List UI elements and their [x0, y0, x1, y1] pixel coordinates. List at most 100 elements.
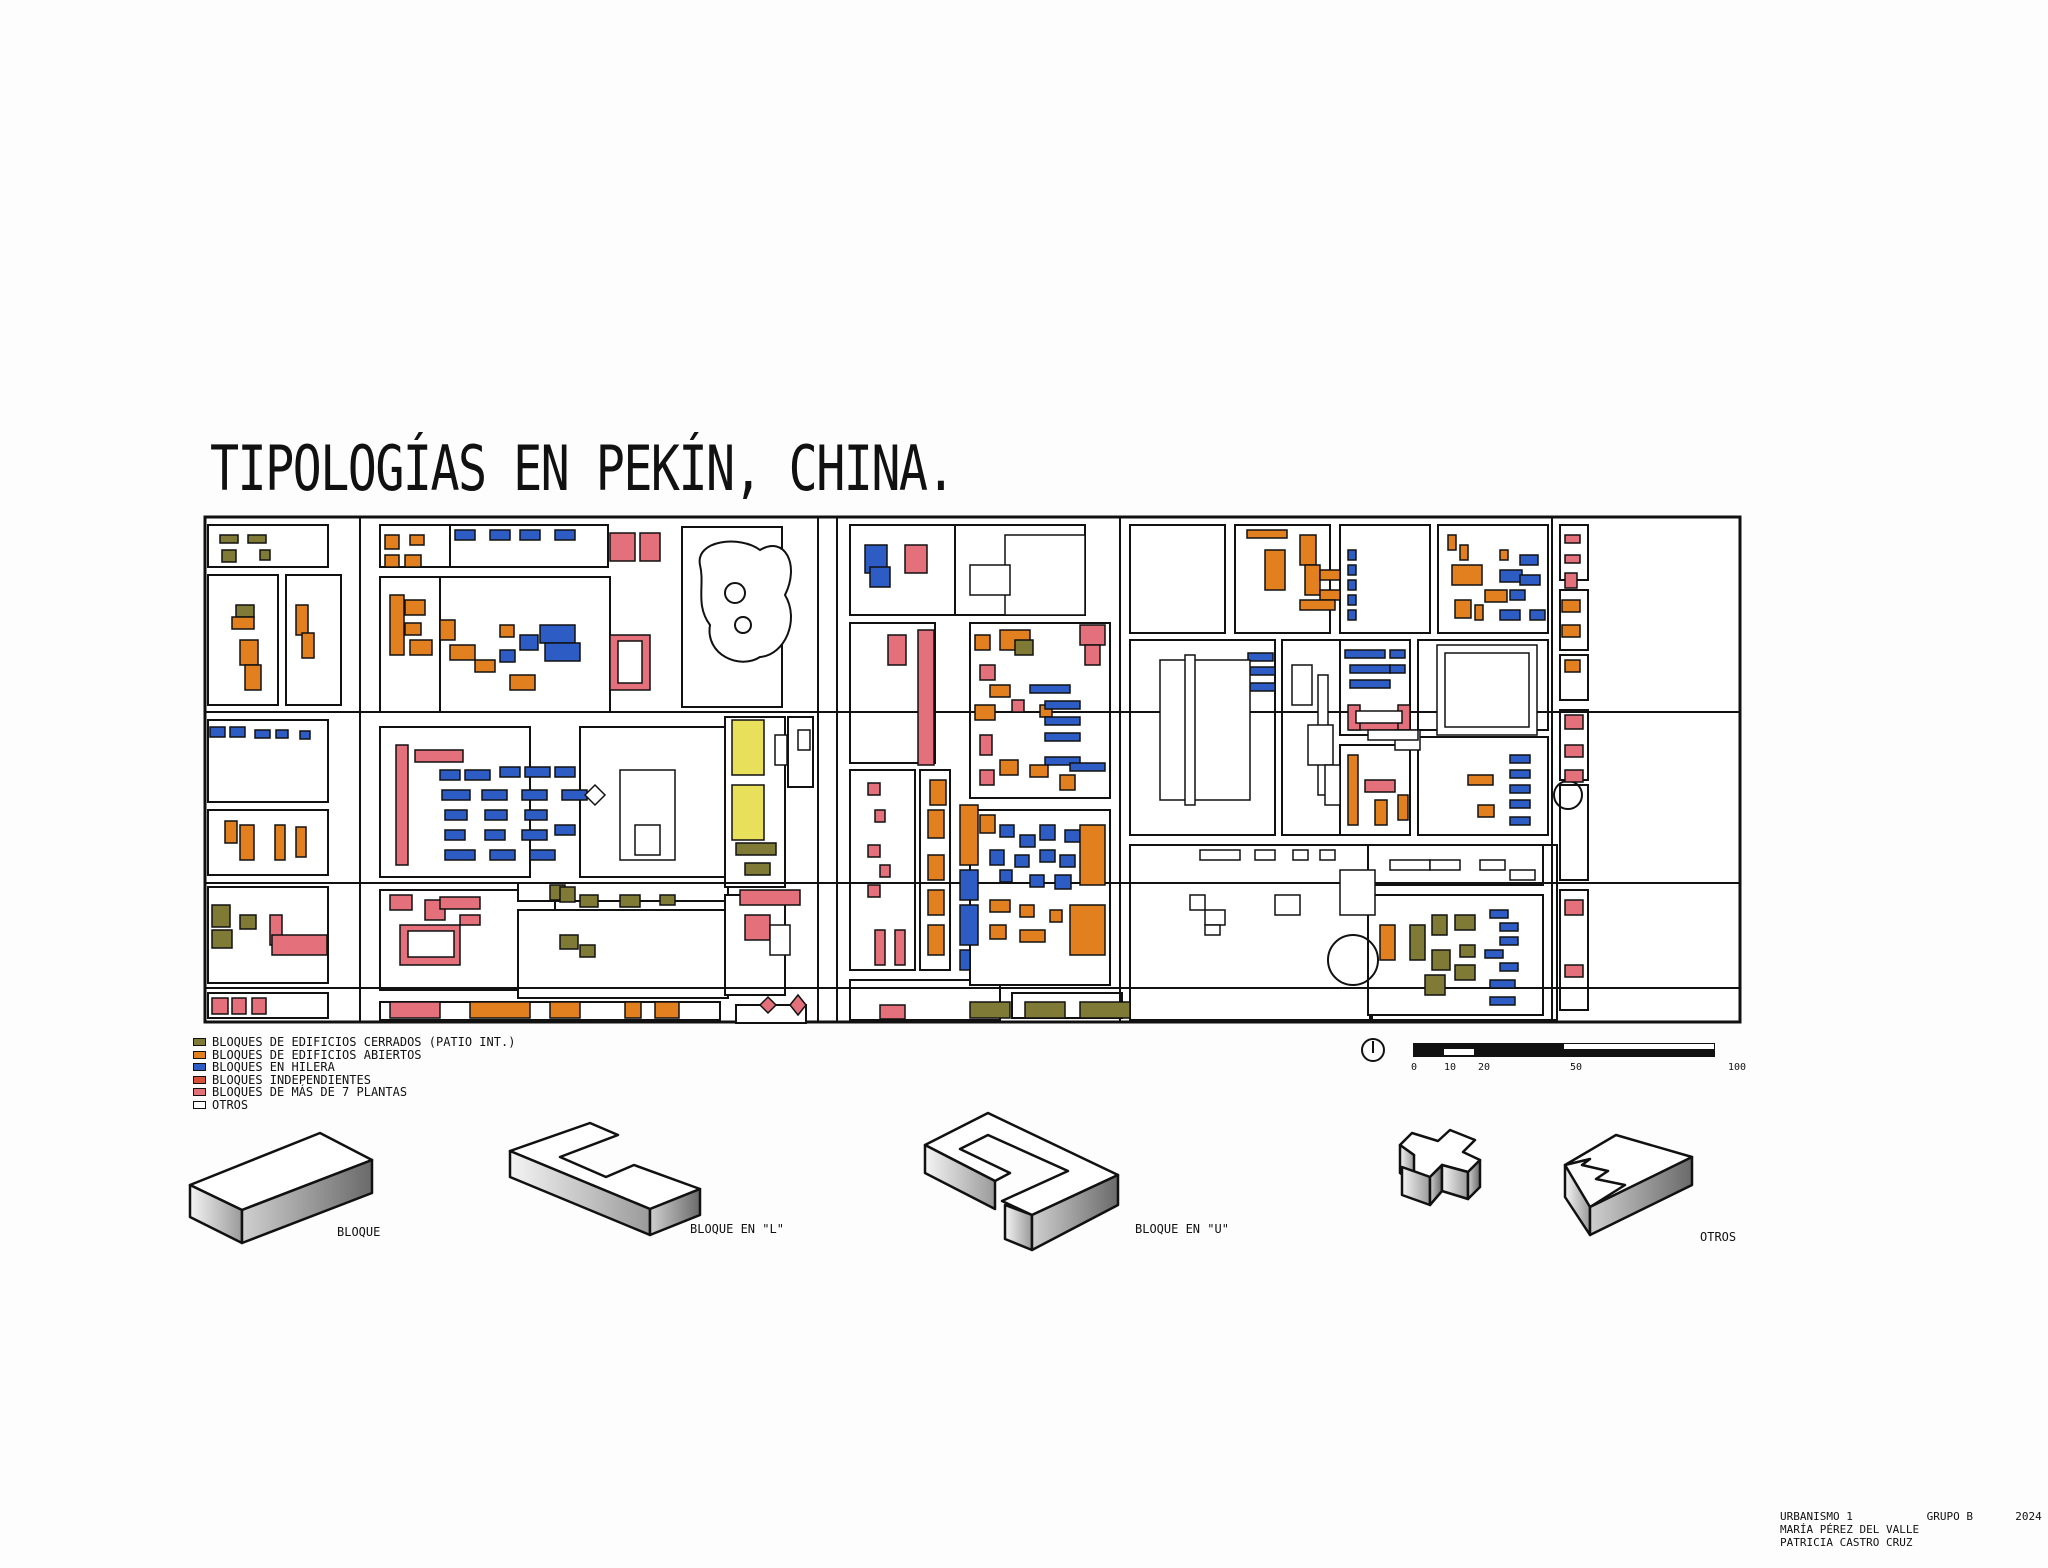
building [1044, 700, 1081, 710]
building [1069, 904, 1106, 956]
north-arrow-icon [1361, 1038, 1385, 1062]
building [1079, 824, 1106, 886]
building-other [1319, 849, 1336, 861]
building [554, 824, 576, 836]
building [1509, 589, 1526, 601]
building [484, 809, 508, 821]
building [1389, 649, 1406, 659]
building [554, 529, 576, 541]
city-block [1129, 844, 1371, 1021]
legend-swatch [193, 1050, 206, 1059]
building [1489, 996, 1516, 1006]
building-other [969, 564, 1011, 596]
building [959, 904, 979, 946]
building [739, 889, 801, 906]
building [579, 894, 599, 908]
building-courtyard [407, 930, 455, 958]
building [539, 624, 576, 644]
building [867, 884, 881, 898]
building [1049, 909, 1063, 923]
building [1014, 854, 1030, 868]
page-title: TIPOLOGÍAS EN PEKÍN, CHINA. [210, 432, 956, 505]
building [1564, 534, 1581, 544]
building-other [1324, 764, 1341, 806]
building-other [1429, 859, 1461, 871]
legend-label: BLOQUES DE EDIFICIOS ABIERTOS [212, 1047, 422, 1062]
building [301, 632, 315, 659]
building [579, 944, 596, 958]
building [1509, 799, 1531, 809]
building [211, 997, 229, 1015]
l-block-icon [508, 1121, 702, 1237]
building [389, 894, 413, 911]
building [1509, 754, 1531, 764]
building [1509, 769, 1531, 779]
building [1344, 649, 1386, 659]
city-block [1559, 524, 1589, 581]
building [1059, 854, 1076, 868]
building [295, 826, 307, 858]
legend-item-closed: BLOQUES DE EDIFICIOS CERRADOS (PATIO INT… [193, 1036, 515, 1049]
building [221, 549, 237, 563]
building-other [1444, 652, 1530, 728]
building [735, 842, 777, 856]
legend-swatch [193, 1100, 206, 1109]
building [879, 864, 891, 878]
block-icon [188, 1131, 374, 1245]
building [1019, 929, 1046, 943]
scale-tick: 100 [1728, 1062, 1747, 1073]
building [974, 634, 991, 651]
city-block [1559, 589, 1589, 651]
building [519, 634, 539, 651]
building [867, 844, 881, 858]
scale-tick: 10 [1444, 1062, 1457, 1073]
building [271, 934, 328, 956]
building [1044, 716, 1081, 726]
city-block [1367, 894, 1544, 1016]
building [1299, 599, 1336, 611]
building [989, 899, 1011, 913]
building [1319, 569, 1341, 581]
building [474, 659, 496, 673]
building [481, 789, 508, 801]
building [1039, 824, 1056, 841]
building [1451, 564, 1483, 586]
building [744, 862, 771, 876]
building [1069, 762, 1106, 772]
legend-item-others: OTROS [193, 1098, 515, 1112]
building [444, 829, 466, 841]
course-name: URBANISMO 1 [1780, 1510, 1853, 1523]
building [1509, 784, 1531, 794]
typology-label-u: BLOQUE EN "U" [1135, 1222, 1229, 1236]
building [1564, 659, 1581, 673]
building [929, 779, 947, 806]
building [409, 534, 425, 546]
building [544, 642, 581, 662]
building [1319, 589, 1341, 601]
building [867, 782, 881, 796]
building [654, 1001, 680, 1019]
building [1519, 574, 1541, 586]
building [1044, 756, 1081, 766]
building-other [1204, 924, 1221, 936]
building [979, 664, 996, 681]
building [1484, 949, 1504, 959]
building [869, 566, 891, 588]
building [887, 634, 907, 666]
building [999, 869, 1013, 883]
building [1264, 549, 1286, 591]
city-block [787, 716, 814, 788]
building [1459, 944, 1476, 958]
building [441, 789, 471, 801]
building [927, 924, 945, 956]
legend-label: BLOQUES INDEPENDIENTES [212, 1072, 371, 1087]
building-other [1307, 724, 1334, 766]
building [231, 997, 247, 1015]
building [444, 809, 468, 821]
building [1489, 909, 1509, 919]
building [414, 749, 464, 763]
building [489, 529, 511, 541]
building [275, 729, 289, 739]
building [1364, 779, 1396, 793]
building [1467, 774, 1494, 786]
